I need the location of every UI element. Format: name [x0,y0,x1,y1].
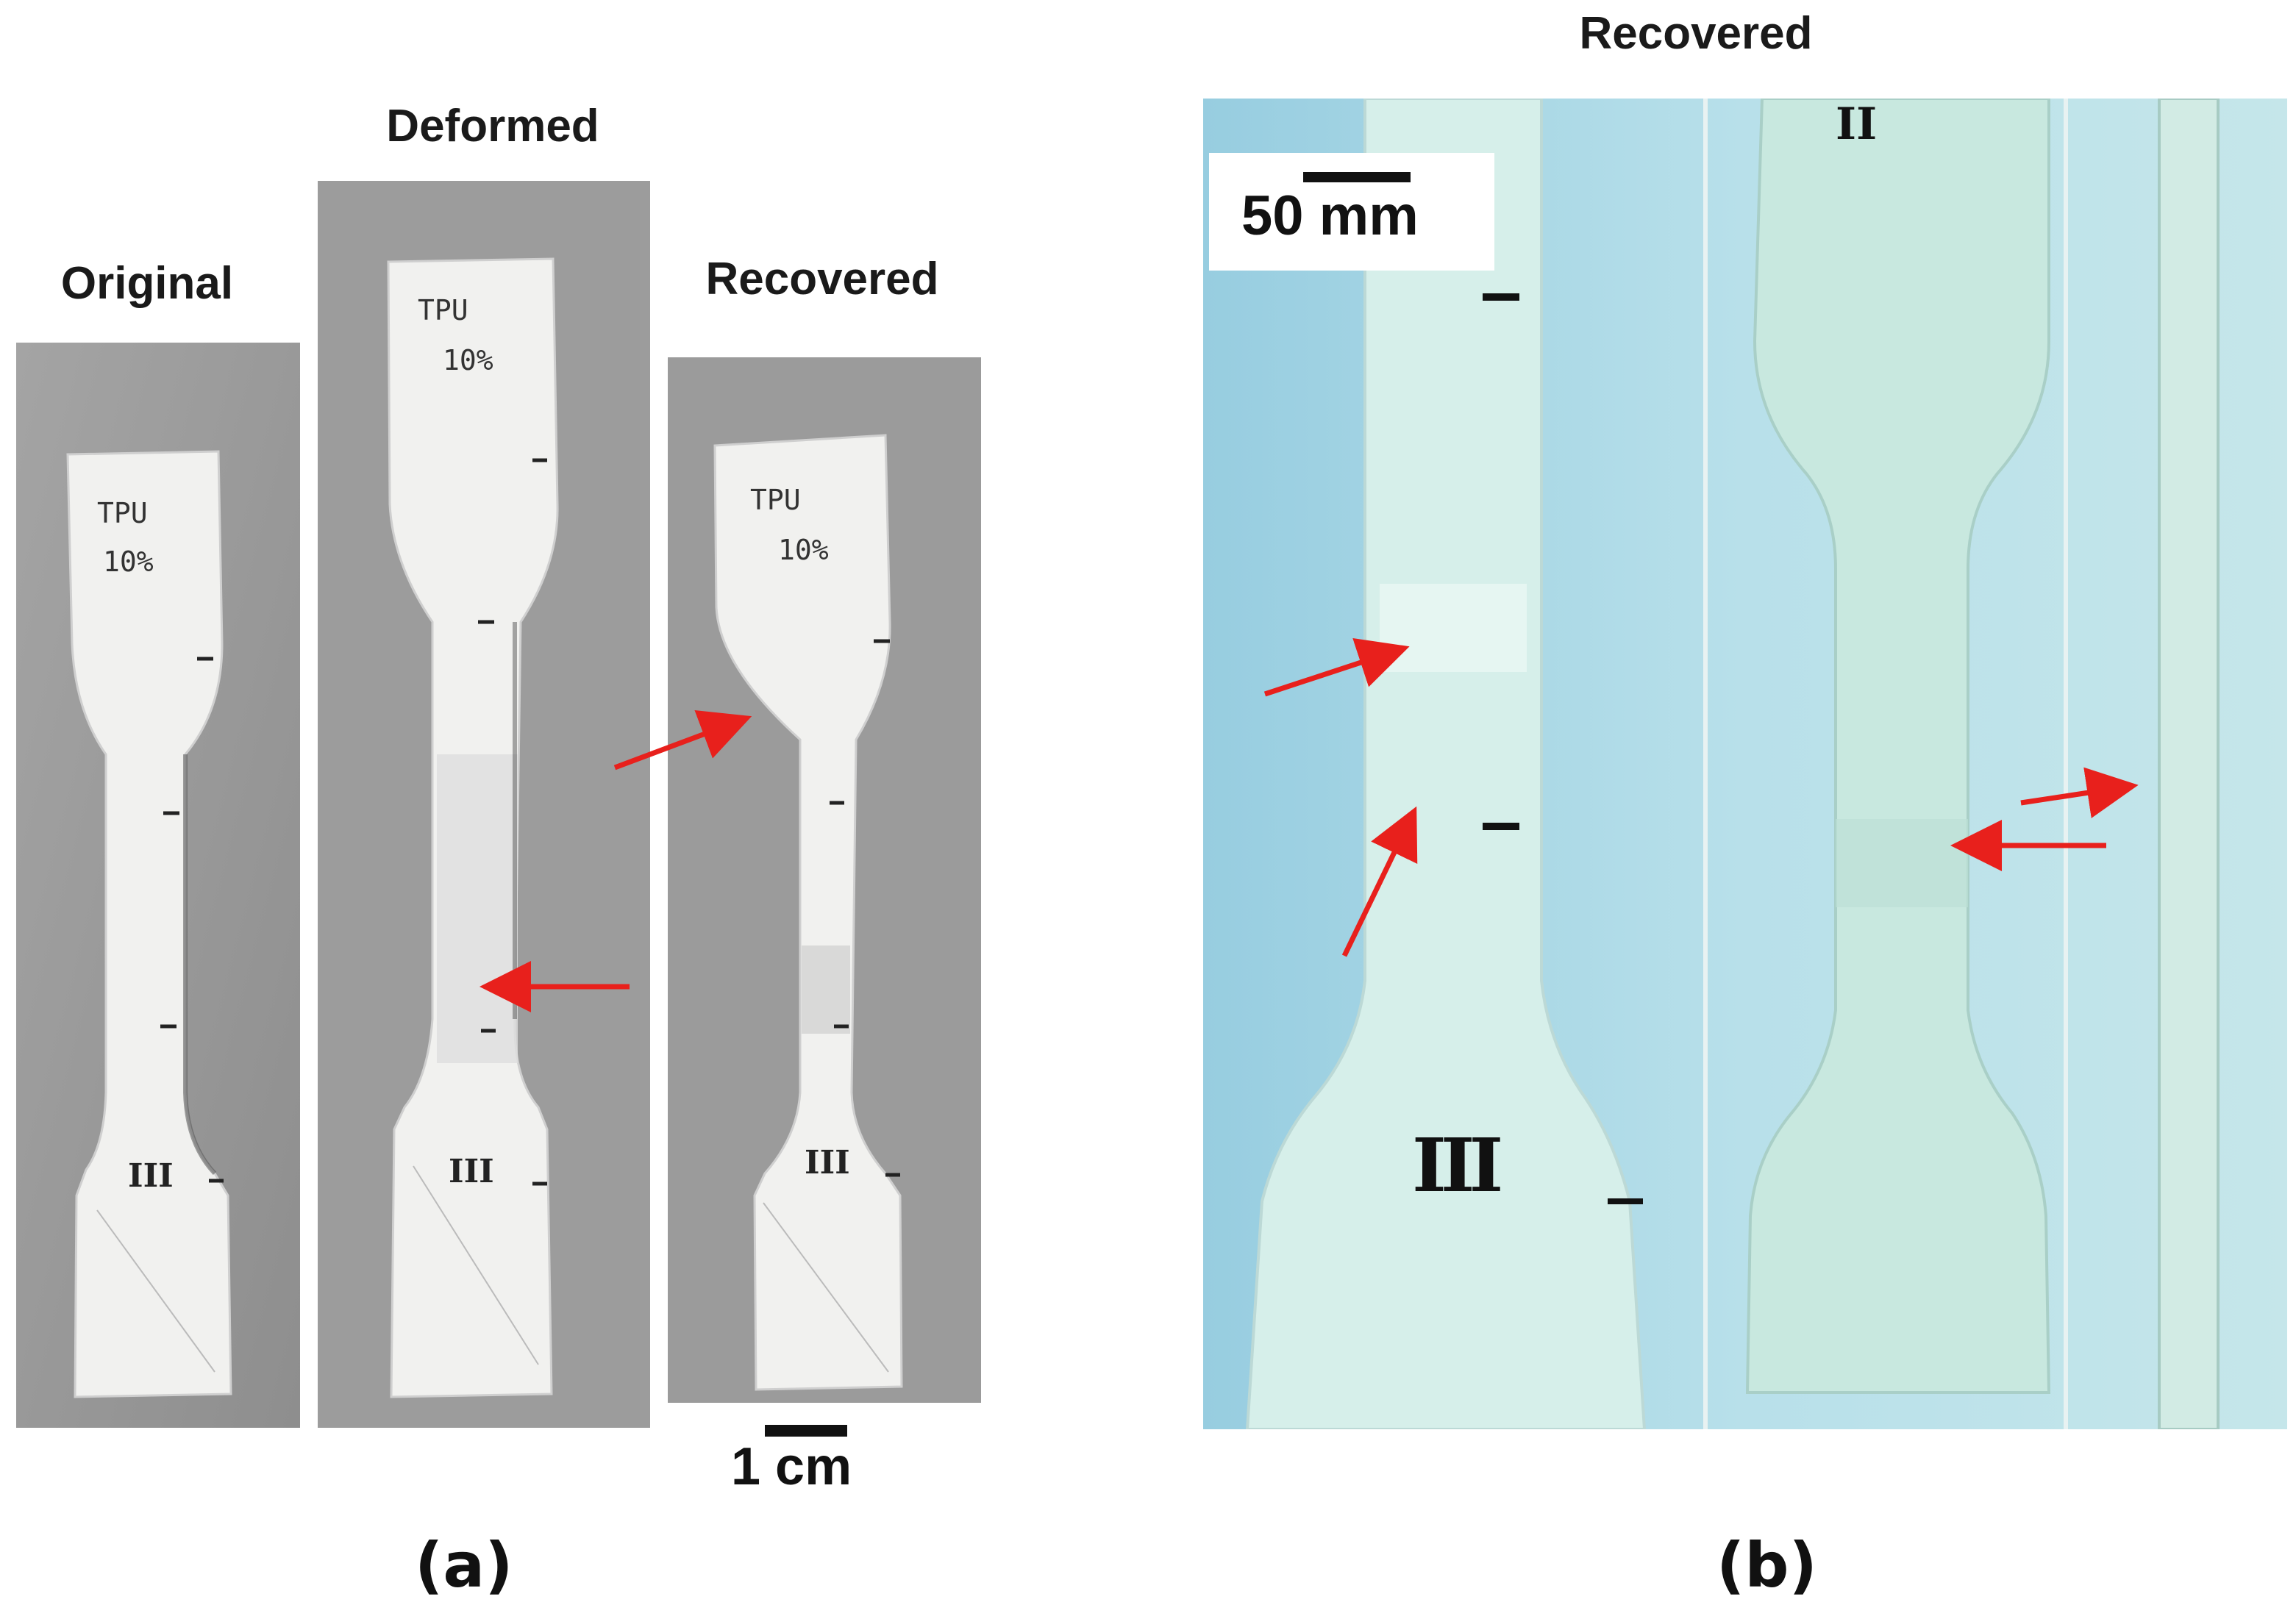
label-recovered-b: Recovered [1579,8,1813,59]
caption-a: (a) [415,1529,513,1601]
arrow-icon [613,709,752,771]
label-original: Original [60,258,234,309]
specimen-text-mark: III [449,1153,494,1190]
specimen-text-tpu: TPU [750,484,801,516]
specimen-text-percent: 10% [443,344,493,376]
arrows-panel-a [479,709,752,1012]
arrow-icon [1341,806,1418,957]
dogbone-specimen-large [1245,99,1647,1429]
specimen-text-mark: III [805,1144,850,1181]
scale-bar-label-b: 50 mm [1241,185,1419,247]
arrows-panel-b [1263,637,2139,957]
caption-b: (b) [1716,1529,1817,1601]
specimen-mark-ii: II [1836,99,1878,150]
scale-bar-line-a [765,1425,847,1437]
specimen-mark-iii: III [1412,1122,1503,1209]
specimen-text-mark: III [128,1157,174,1195]
label-deformed: Deformed [386,101,599,151]
specimen-text-percent: 10% [103,546,154,578]
photo-recovered-specimens-b: III II 50 mm [1203,99,2287,1429]
specimen-text-tpu: TPU [97,497,148,529]
dogbone-specimen [66,450,232,1398]
dogbone-specimen-middle [1745,99,2051,1394]
arrow-icon [2020,767,2139,818]
photo-original-specimen: TPU 10% III [16,343,300,1428]
arrow-icon [1263,637,1410,697]
specimen-edge-view [2158,99,2220,1429]
specimen-text-tpu: TPU [418,294,468,326]
scale-bar-label-a: 1 cm [731,1437,852,1496]
photo-deformed-specimen: TPU 10% III [318,181,650,1428]
label-recovered-a: Recovered [705,254,939,304]
photo-recovered-specimen-a: TPU 10% III [668,357,981,1403]
specimen-text-percent: 10% [778,534,829,566]
